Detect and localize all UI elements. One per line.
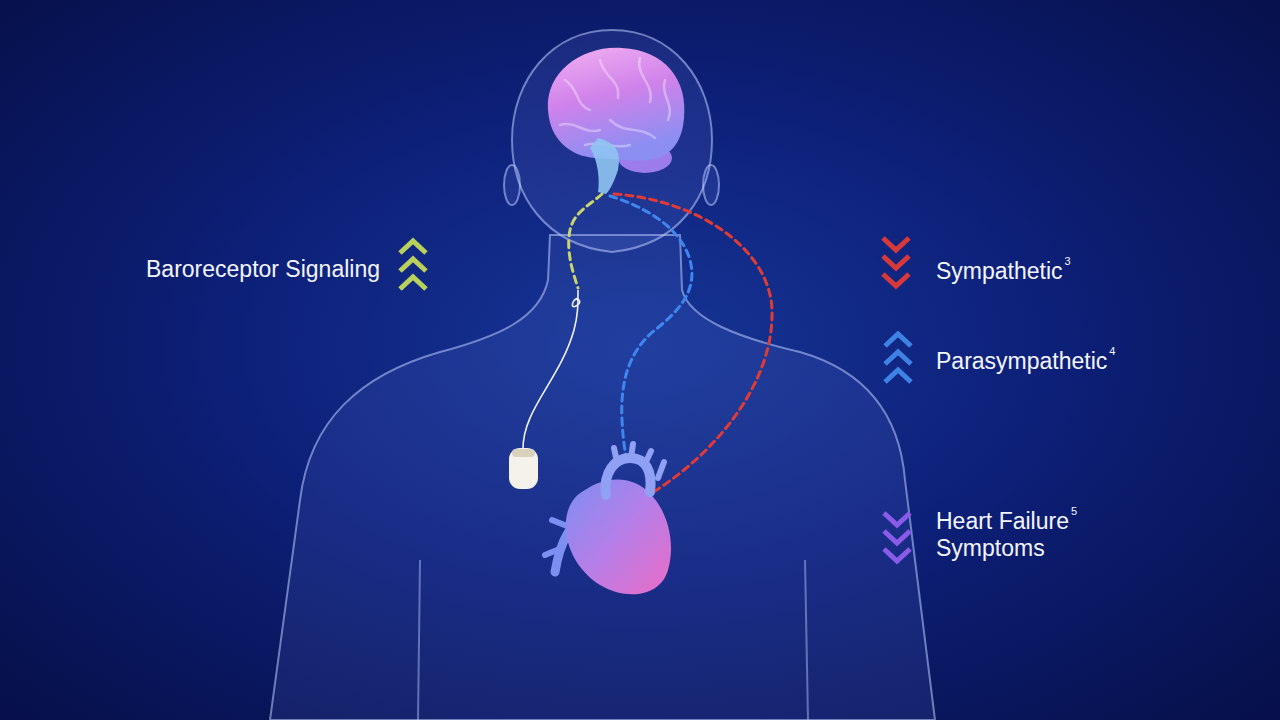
implanted-device (509, 448, 538, 489)
chevron (884, 531, 910, 543)
chevron (883, 238, 909, 250)
brainstem (590, 138, 619, 194)
up-chevrons (400, 241, 426, 289)
device-lead (523, 290, 578, 450)
lead-electrode (572, 298, 579, 307)
signal-label: Heart Failure Symptoms (936, 508, 1108, 562)
vessel (614, 444, 664, 478)
chevron (884, 549, 910, 561)
device-header (512, 449, 535, 457)
reference-number: 5 (1071, 506, 1077, 517)
chevron (400, 241, 426, 253)
brain-folds (560, 58, 670, 146)
head-outline (512, 30, 712, 252)
chevron (400, 277, 426, 289)
chevron (883, 274, 909, 286)
chevron (885, 370, 911, 382)
chevron (885, 334, 911, 346)
body-outline (270, 235, 935, 720)
signal-label: Baroreceptor Signaling (146, 256, 380, 284)
reference-number: 3 (1065, 256, 1071, 267)
heart (566, 479, 671, 594)
brain (548, 48, 685, 161)
chevron (883, 256, 909, 268)
down-chevrons (884, 513, 910, 561)
chevron (884, 513, 910, 525)
signal-label: Parasympathetic (936, 348, 1107, 376)
parasympathetic-nerve (610, 196, 692, 460)
baroreceptor-nerve (569, 194, 602, 288)
signal-label: Sympathetic (936, 258, 1063, 286)
chevron (400, 259, 426, 271)
chevron (885, 352, 911, 364)
arm-line (805, 560, 808, 720)
sympathetic-nerve (614, 194, 772, 493)
arm-line (418, 560, 420, 720)
down-chevrons (883, 238, 909, 286)
up-chevrons (885, 334, 911, 382)
reference-number: 4 (1109, 346, 1115, 357)
